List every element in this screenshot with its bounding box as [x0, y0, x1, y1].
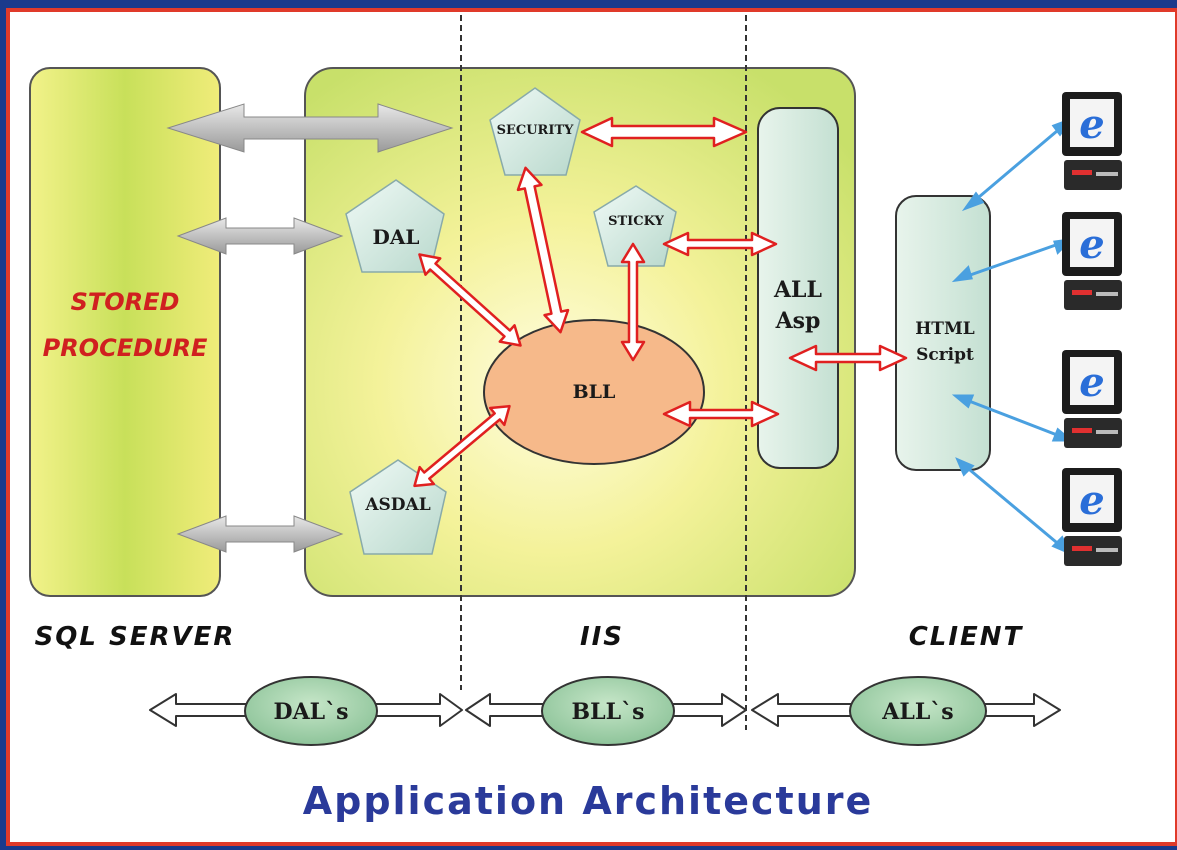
- sticky-node: STICKY: [593, 185, 677, 267]
- arrow-bll-all: [662, 400, 780, 428]
- sql-server-label: SQL SERVER: [35, 622, 236, 652]
- internet-explorer-icon: e: [1079, 101, 1104, 148]
- bll-node: BLL: [483, 319, 705, 465]
- stored-procedure-line2: PROCEDURE: [43, 334, 208, 362]
- asdal-label: ASDAL: [364, 495, 430, 515]
- dals-label: DAL`s: [273, 699, 348, 725]
- arrow-security-all: [580, 116, 748, 148]
- sql-server-panel: [29, 67, 221, 597]
- internet-explorer-icon: e: [1079, 221, 1104, 268]
- client-computer-2: e: [1062, 212, 1122, 310]
- blls-label: BLL`s: [572, 699, 645, 725]
- arrow-dal-bll: [418, 253, 522, 347]
- internet-explorer-icon: e: [1079, 477, 1104, 524]
- sticky-label: STICKY: [608, 214, 664, 229]
- arrow-security-bll: [516, 166, 570, 334]
- html-script-line1: HTML: [915, 319, 975, 339]
- blue-arrows: [951, 116, 1075, 555]
- stored-procedure-line1: STORED: [71, 288, 180, 316]
- gray-arrow-asdal: [176, 515, 344, 553]
- all-asp-line1: ALL: [773, 277, 822, 303]
- connector-column: [222, 68, 304, 596]
- arrow-client-4: [957, 458, 1069, 554]
- client-label: CLIENT: [909, 622, 1024, 652]
- arrow-sticky-bll: [620, 242, 646, 362]
- diagram-title: Application Architecture: [303, 779, 874, 823]
- all-asp-line2: Asp: [775, 308, 821, 334]
- iis-label: IIS: [580, 622, 624, 652]
- security-label: SECURITY: [497, 123, 575, 138]
- arrow-client-1: [965, 118, 1071, 210]
- alls-oval: ALL`s: [849, 676, 987, 746]
- arrow-all-html: [788, 344, 908, 372]
- arrow-client-2: [955, 238, 1071, 282]
- alls-label: ALL`s: [881, 699, 953, 725]
- arrow-asdal-bll: [413, 404, 511, 488]
- arrow-client-3: [955, 394, 1071, 442]
- gray-arrow-dal: [176, 217, 344, 255]
- html-script-line2: Script: [916, 345, 974, 365]
- dals-oval: DAL`s: [244, 676, 378, 746]
- gray-arrow-security: [166, 103, 454, 153]
- client-computer-4: e: [1062, 468, 1122, 566]
- all-asp-node: ALL Asp: [757, 107, 839, 469]
- dal-node: DAL: [345, 179, 445, 273]
- html-script-node: HTML Script: [895, 195, 991, 471]
- dal-label: DAL: [373, 225, 420, 249]
- arrow-sticky-all: [662, 231, 778, 257]
- bll-label: BLL: [573, 381, 616, 403]
- internet-explorer-icon: e: [1079, 359, 1104, 406]
- blls-oval: BLL`s: [541, 676, 675, 746]
- security-node: SECURITY: [489, 87, 581, 176]
- red-arrows: [413, 116, 908, 488]
- client-computer-3: e: [1062, 350, 1122, 448]
- client-computer-1: e: [1062, 92, 1122, 190]
